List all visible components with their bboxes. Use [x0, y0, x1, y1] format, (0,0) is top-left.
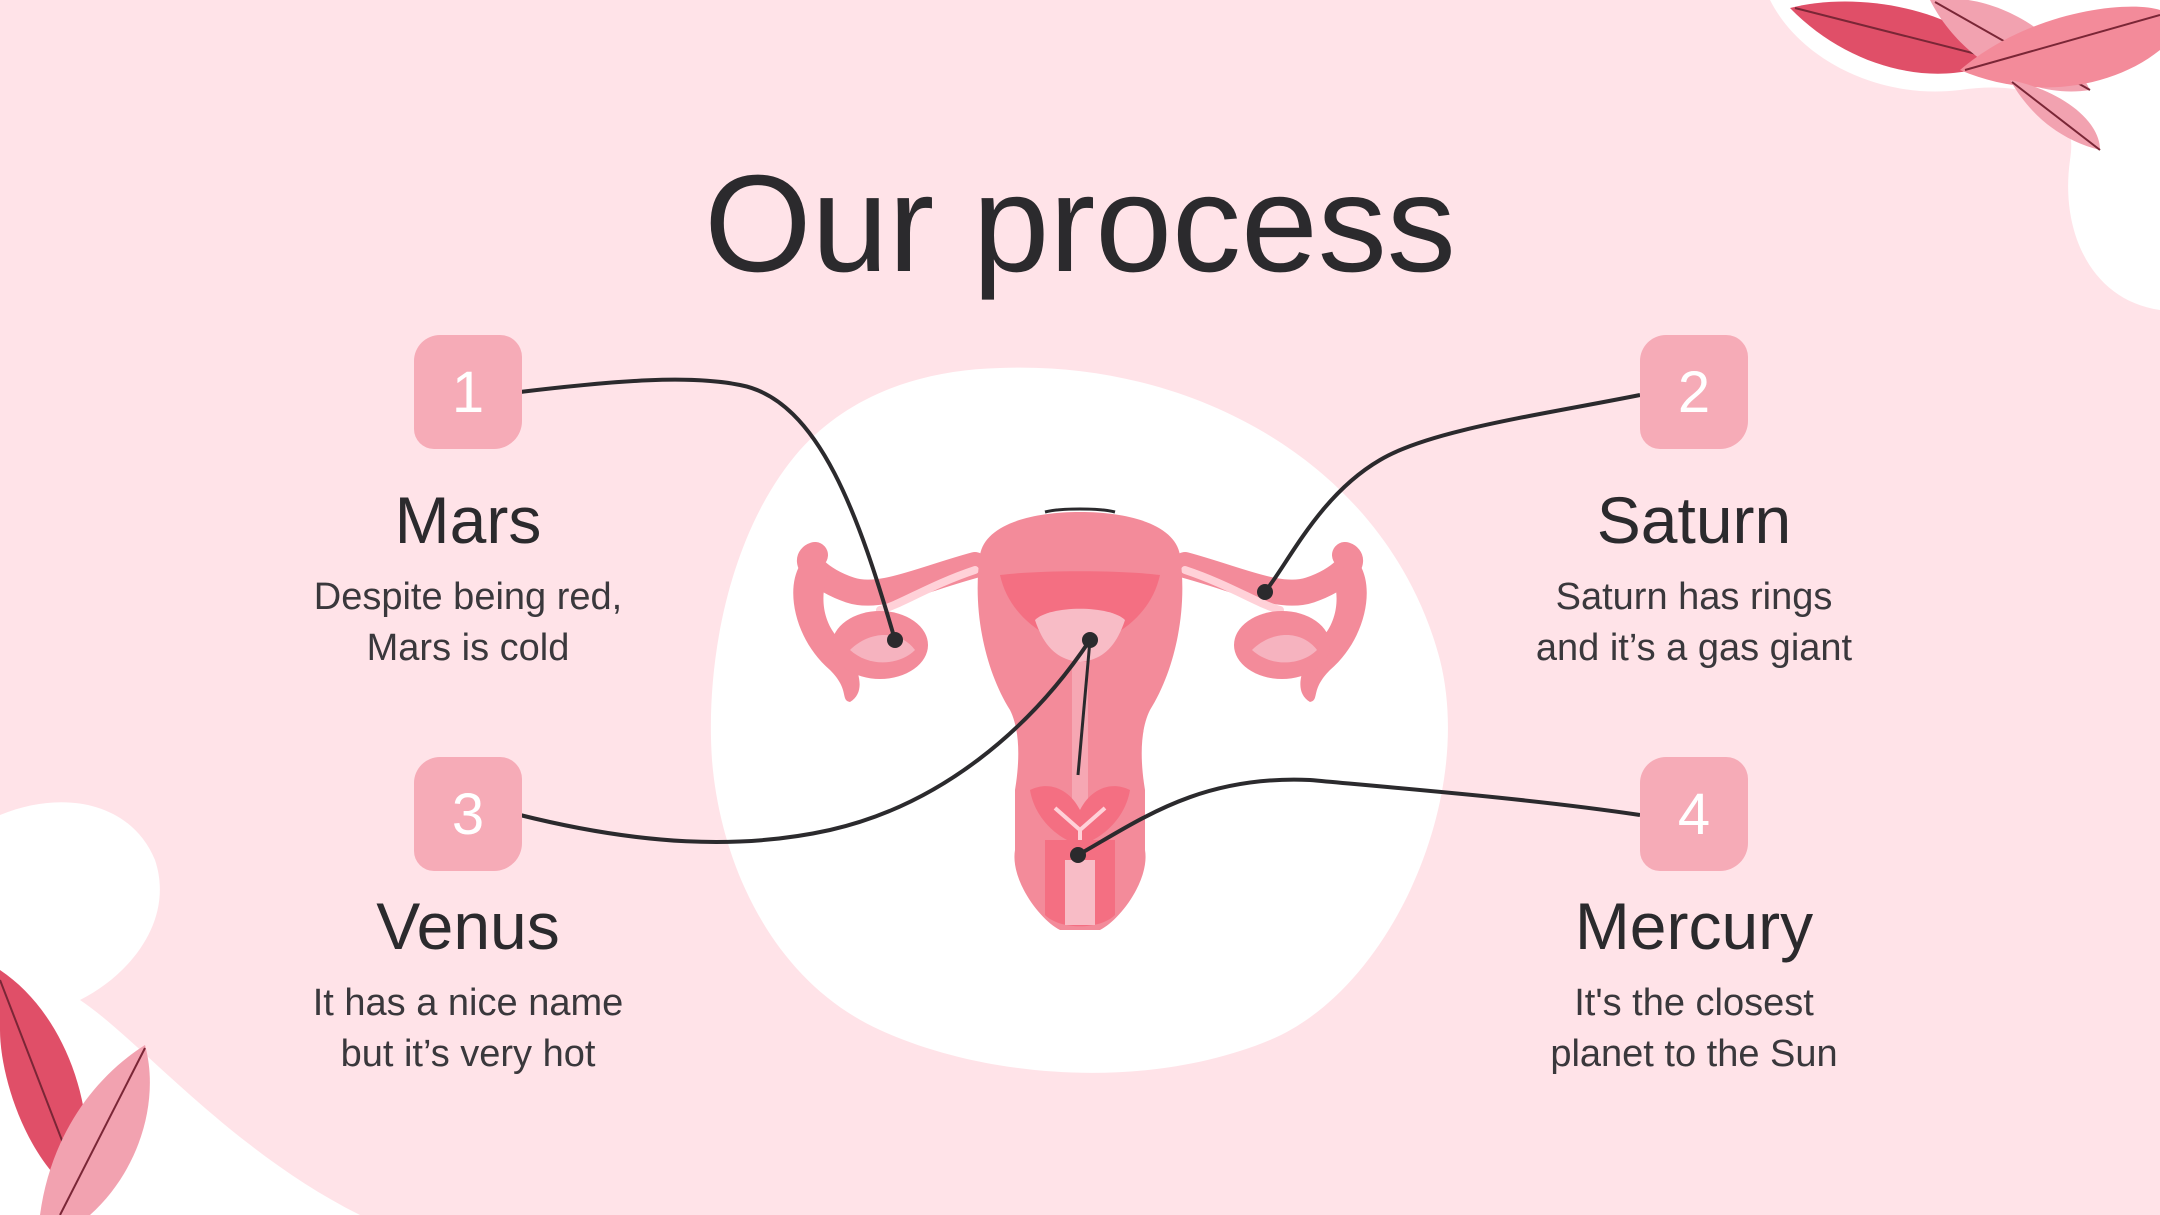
- step-1-number-badge: 1: [414, 335, 522, 449]
- slide-title: Our process: [704, 147, 1456, 301]
- step-2-description-line-2: and it’s a gas giant: [1535, 627, 1853, 669]
- step-4-number-badge: 4: [1640, 757, 1748, 871]
- step-2-title: Saturn: [1596, 483, 1792, 557]
- connector-dots: [887, 584, 1273, 863]
- uterus-illustration: [793, 507, 1367, 930]
- step-4-description-line-2: planet to the Sun: [1550, 1033, 1838, 1075]
- step-1-description-line-2: Mars is cold: [366, 627, 570, 669]
- step-2-number-badge: 2: [1640, 335, 1748, 449]
- step-4-description: It's the closest planet to the Sun: [1444, 978, 1944, 1080]
- connector-4: [1077, 777, 1641, 857]
- connector-3: [519, 638, 1092, 844]
- step-2-description-line-1: Saturn has rings: [1555, 576, 1833, 618]
- step-1-description: Despite being red, Mars is cold: [218, 572, 718, 674]
- step-4-description-line-1: It's the closest: [1574, 982, 1814, 1024]
- step-3-number-badge: 3: [414, 757, 522, 871]
- connector-2: [1263, 393, 1641, 594]
- connector-lines: [519, 377, 1641, 857]
- step-2-description: Saturn has rings and it’s a gas giant: [1444, 572, 1944, 674]
- step-3-description-line-2: but it’s very hot: [340, 1033, 596, 1075]
- step-3-description: It has a nice name but it’s very hot: [218, 978, 718, 1080]
- connector-1: [519, 377, 897, 641]
- step-3-title: Venus: [376, 889, 560, 963]
- top-right-leaves: [1790, 0, 2160, 151]
- bottom-left-leaves: [0, 970, 150, 1215]
- step-1-title: Mars: [394, 483, 542, 557]
- step-1-description-line-1: Despite being red,: [313, 576, 623, 618]
- step-3-description-line-1: It has a nice name: [312, 982, 624, 1024]
- step-4-title: Mercury: [1574, 889, 1814, 963]
